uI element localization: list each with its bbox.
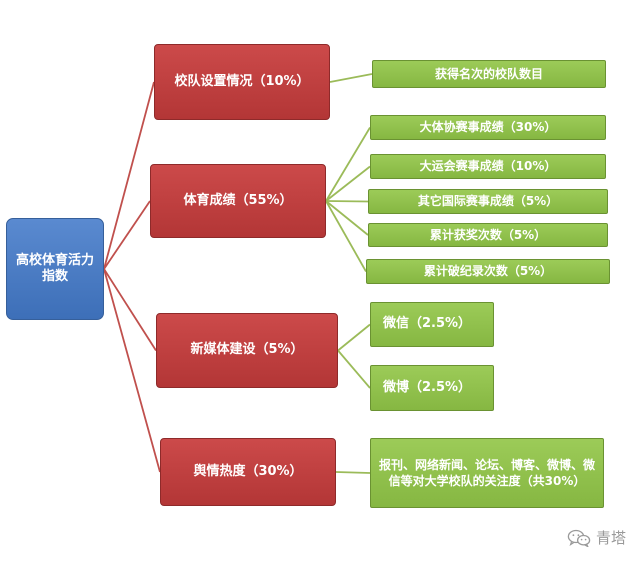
leaf-label: 微信（2.5%） bbox=[383, 316, 472, 332]
root-node: 高校体育活力指数 bbox=[6, 218, 104, 320]
leaf-label: 微博（2.5%） bbox=[383, 379, 472, 395]
category-team-setup: 校队设置情况（10%） bbox=[154, 44, 330, 120]
leaf-connector-line bbox=[335, 471, 371, 474]
leaf-connector-line bbox=[337, 323, 371, 352]
category-new-media: 新媒体建设（5%） bbox=[156, 313, 338, 388]
leaf-connector-line bbox=[325, 200, 369, 236]
category-label: 新媒体建设（5%） bbox=[190, 342, 304, 358]
leaf-media-attention: 报刊、网络新闻、论坛、博客、微博、微信等对大学校队的关注度（共30%） bbox=[370, 438, 604, 508]
leaf-award-count: 累计获奖次数（5%） bbox=[368, 223, 608, 247]
leaf-ranked-teams: 获得名次的校队数目 bbox=[372, 60, 606, 88]
category-label: 舆情热度（30%） bbox=[193, 463, 303, 479]
root-connector-line bbox=[103, 81, 155, 270]
leaf-label: 大体协赛事成绩（30%） bbox=[419, 120, 557, 134]
root-connector-line bbox=[103, 268, 157, 351]
leaf-label: 获得名次的校队数目 bbox=[434, 66, 543, 81]
root-connector-line bbox=[103, 268, 161, 473]
leaf-connector-line bbox=[325, 127, 371, 202]
leaf-label: 累计获奖次数（5%） bbox=[429, 227, 547, 242]
leaf-international-results: 其它国际赛事成绩（5%） bbox=[368, 189, 608, 214]
leaf-fuss-results: 大体协赛事成绩（30%） bbox=[370, 115, 606, 140]
root-node-label: 高校体育活力指数 bbox=[15, 252, 94, 284]
category-label: 体育成绩（55%） bbox=[183, 192, 293, 208]
leaf-connector-line bbox=[337, 349, 371, 389]
leaf-connector-line bbox=[329, 73, 373, 83]
leaf-connector-line bbox=[325, 200, 369, 203]
category-sports-results: 体育成绩（55%） bbox=[150, 164, 326, 238]
leaf-label: 大运会赛事成绩（10%） bbox=[419, 159, 557, 173]
leaf-universiade-results: 大运会赛事成绩（10%） bbox=[370, 154, 606, 179]
leaf-connector-line bbox=[325, 200, 367, 272]
leaf-label: 其它国际赛事成绩（5%） bbox=[417, 194, 559, 208]
leaf-label: 报刊、网络新闻、论坛、博客、微博、微信等对大学校队的关注度（共30%） bbox=[378, 457, 595, 488]
watermark-text: 青塔 bbox=[595, 529, 626, 547]
watermark: 青塔 bbox=[567, 527, 626, 548]
leaf-connector-line bbox=[325, 165, 371, 202]
category-label: 校队设置情况（10%） bbox=[174, 73, 310, 89]
leaf-weibo: 微博（2.5%） bbox=[370, 365, 494, 411]
category-public-opinion: 舆情热度（30%） bbox=[160, 438, 336, 506]
leaf-record-count: 累计破纪录次数（5%） bbox=[366, 259, 610, 284]
wechat-icon bbox=[567, 529, 591, 547]
leaf-label: 累计破纪录次数（5%） bbox=[423, 264, 553, 278]
leaf-wechat: 微信（2.5%） bbox=[370, 302, 494, 347]
root-connector-line bbox=[103, 200, 151, 270]
